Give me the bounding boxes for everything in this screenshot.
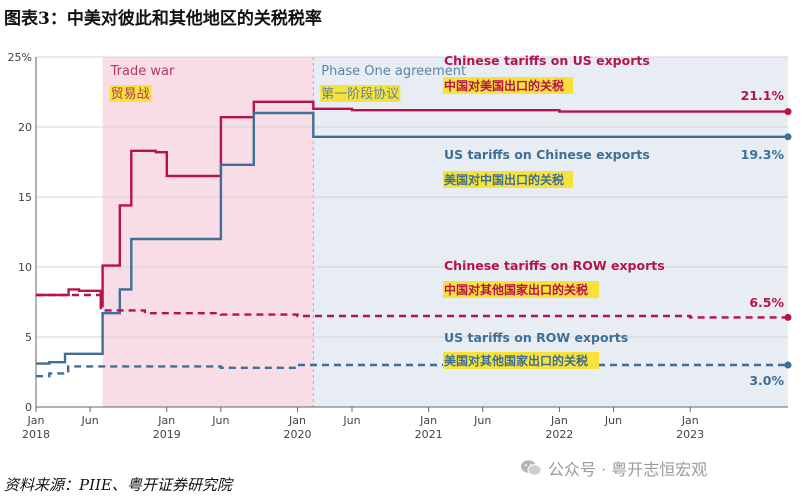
x-tick-label: Jun: [211, 414, 229, 427]
x-tick-label: Jun: [604, 414, 622, 427]
x-tick-year: 2022: [545, 428, 573, 441]
series-name-label: US tariffs on ROW exports: [444, 330, 628, 345]
series-name-label: Chinese tariffs on US exports: [444, 53, 650, 68]
shaded-period-band: [102, 57, 314, 407]
x-tick-label: Jan: [27, 414, 45, 427]
trade-war-label: Trade war: [110, 64, 175, 79]
figure-source: 资料来源：PIIE、粤开证券研究院: [4, 476, 232, 494]
x-tick-label: Jan: [550, 414, 568, 427]
series-line: [36, 111, 788, 365]
series-line: [36, 293, 788, 319]
watermark: 公众号 · 粤开志恒宏观: [520, 456, 707, 480]
wechat-icon: [521, 460, 542, 476]
series-end-value: 19.3%: [741, 147, 785, 162]
x-tick-label: Jan: [288, 414, 306, 427]
series-cn-label: 中国对美国出口的关税: [444, 78, 564, 93]
trade-war-cn-label: 贸易战: [111, 87, 150, 102]
shaded-periods: Trade war 贸易战 Phase One agreement 第一阶段协议: [102, 57, 788, 407]
x-tick-label: Jan: [419, 414, 437, 427]
series-cn-label: 美国对中国出口的关税: [444, 172, 564, 187]
series-name-label: Chinese tariffs on ROW exports: [444, 258, 665, 273]
x-tick-label: Jan: [681, 414, 699, 427]
x-tick-label: Jun: [342, 414, 360, 427]
tariff-step-chart: Trade war 贸易战 Phase One agreement 第一阶段协议 0 5…: [8, 51, 792, 441]
series-cn-highlight: [443, 281, 599, 298]
series-cn-label: 美国对其他国家出口的关税: [444, 353, 588, 368]
watermark-text: 公众号 · 粤开志恒宏观: [548, 460, 708, 479]
series-line: [36, 100, 788, 308]
x-tick-label: Jun: [473, 414, 491, 427]
series-end-value: 21.1%: [741, 88, 785, 103]
y-tick-label: 0: [25, 401, 32, 414]
series-end-marker: [784, 361, 792, 369]
x-tick-year: 2020: [284, 428, 312, 441]
series-lines: [36, 100, 792, 378]
series-labels: Chinese tariffs on US exports 中国对美国出口的关税 2…: [443, 53, 784, 388]
x-tick-year: 2018: [22, 428, 50, 441]
series-end-value: 3.0%: [749, 373, 784, 388]
phase-one-cn-label: 第一阶段协议: [321, 87, 399, 102]
figure-title: 图表3：中美对彼此和其他地区的关税税率: [4, 9, 322, 29]
series-cn-label: 中国对其他国家出口的关税: [444, 282, 588, 297]
x-tick-label: Jan: [157, 414, 175, 427]
x-tick-year: 2023: [676, 428, 704, 441]
phase-one-label: Phase One agreement: [321, 64, 466, 79]
series-name-label: US tariffs on Chinese exports: [444, 147, 650, 162]
phase-one-cn-highlight: [320, 85, 401, 102]
x-tick-year: 2021: [415, 428, 443, 441]
series-end-marker: [784, 108, 792, 116]
y-tick-label: 20: [18, 121, 32, 134]
shaded-period-band: [313, 57, 788, 407]
series-cn-highlight: [443, 171, 573, 188]
y-tick-label: 5: [25, 331, 32, 344]
trade-war-cn-highlight: [109, 85, 152, 102]
series-cn-highlight: [443, 352, 599, 369]
series-line: [36, 363, 788, 378]
x-tick-label: Jun: [81, 414, 99, 427]
series-end-marker: [784, 133, 792, 141]
y-tick-label: 15: [18, 191, 32, 204]
gridlines: [36, 56, 788, 338]
y-tick-label: 10: [18, 261, 32, 274]
series-end-value: 6.5%: [749, 295, 784, 310]
y-tick-label: 25%: [8, 51, 32, 64]
series-cn-highlight: [443, 77, 573, 94]
x-tick-year: 2019: [153, 428, 181, 441]
series-end-marker: [784, 313, 792, 321]
